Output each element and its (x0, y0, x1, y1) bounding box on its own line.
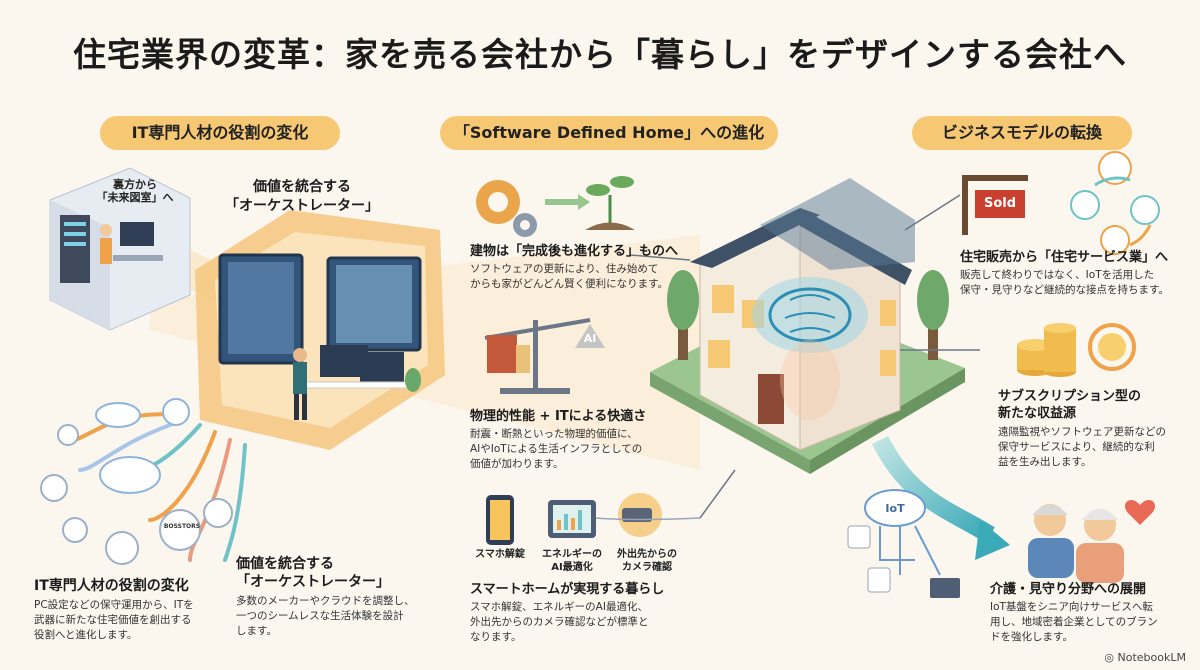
ai-badge-label: AI (583, 332, 597, 345)
coins-illustration (1017, 323, 1136, 377)
left-block-orchestrator-text: 多数のメーカーやクラウドを調整し、 一つのシームレスな生活体験を設計 します。 (236, 595, 415, 637)
section-pill-sdh: 「Software Defined Home」への進化 (440, 116, 778, 150)
center-block-physical-it: 物理的性能 + ITによる快適さ 耐震・断熱といった物理的価値に、 AIやIoT… (470, 405, 710, 472)
backroom-label-line1: 裏方から (113, 178, 157, 191)
backroom-label: 裏方から 「未来図室」へ (95, 178, 175, 204)
scale-illustration (484, 318, 605, 394)
iot-cloud-label: IoT (885, 502, 905, 515)
sold-sign-illustration (962, 175, 1028, 235)
backroom-label-line2: 「未来図室」へ (96, 191, 174, 204)
right-block-housing-service-text: 販売して終わりではなく、IoTを活用した 保守・見守りなど継続的な接点を持ちます… (960, 269, 1169, 296)
left-device-icons (40, 398, 233, 565)
icon-label-remote-camera: 外出先からの カメラ確認 (617, 549, 677, 573)
seniors-illustration (1028, 499, 1156, 583)
section-pill-it-role: IT専門人材の役割の変化 (100, 116, 340, 150)
left-block-it-role-title: IT専門人材の役割の変化 (34, 578, 189, 594)
icon-label-energy-ai: エネルギーの AI最適化 (542, 549, 602, 573)
right-block-housing-service: 住宅販売から「住宅サービス業」へ 販売して終わりではなく、IoTを活用した 保守… (960, 246, 1185, 298)
left-block-it-role-text: PC設定などの保守運用から、ITを 武器に新たな住宅価値を創出する 役割へと進化… (34, 599, 194, 641)
left-block-orchestrator-title: 価値を統合する 「オーケストレーター」 (236, 556, 390, 590)
center-block-smart-home-title: スマートホームが実現する暮らし (470, 582, 665, 597)
right-block-housing-service-title: 住宅販売から「住宅サービス業」へ (960, 250, 1169, 265)
orchestrator-caption-line1: 価値を統合する (253, 179, 351, 195)
left-block-it-role: IT専門人材の役割の変化 PC設定などの保守運用から、ITを 武器に新たな住宅価… (34, 575, 234, 643)
service-cycle-illustration (1070, 151, 1160, 255)
icon-label-smartphone-unlock: スマホ解錠 (475, 549, 525, 560)
device-badge-label: BOSSTORS (163, 523, 201, 530)
center-block-physical-it-text: 耐震・断熱といった物理的価値に、 AIやIoTによる生活インフラとしての 価値が… (470, 428, 643, 470)
notebooklm-watermark: ◎ NotebookLM (1104, 651, 1186, 664)
notebooklm-logo-icon: ◎ (1104, 651, 1118, 664)
iot-cluster-illustration (847, 489, 960, 598)
center-block-evolving-building-title: 建物は「完成後も進化する」ものへ (470, 244, 679, 259)
orchestrator-room-illustration (195, 210, 445, 450)
connector-lines (629, 194, 980, 519)
center-block-physical-it-title: 物理的性能 + ITによる快適さ (470, 409, 647, 424)
orchestrator-caption-line2: 「オーケストレーター」 (225, 198, 379, 214)
right-block-subscription-text: 遠隔監視やソフトウェア更新などの 保守サービスにより、継続的な利 益を生み出しま… (998, 426, 1166, 468)
right-block-elderly-care-title: 介護・見守り分野への展開 (990, 582, 1147, 597)
right-block-elderly-care-text: IoT基盤をシニア向けサービスへ転 用し、地域密着企業としてのブラン ドを強化し… (990, 601, 1158, 643)
left-block-orchestrator: 価値を統合する 「オーケストレーター」 多数のメーカーやクラウドを調整し、 一つ… (236, 555, 456, 639)
center-block-smart-home-text: スマホ解錠、エネルギーのAI最適化、 外出先からのカメラ確認などが標準と なりま… (470, 601, 649, 643)
right-block-subscription-title: サブスクリプション型の 新たな収益源 (998, 389, 1142, 421)
house-illustration (650, 178, 965, 474)
gear-sprout-illustration (476, 176, 635, 237)
backroom-illustration (49, 167, 191, 331)
orchestrator-caption: 価値を統合する 「オーケストレーター」 (222, 178, 382, 216)
page-title: 住宅業界の変革：家を売る会社から「暮らし」をデザインする会社へ (73, 35, 1127, 74)
center-block-smart-home: スマートホームが実現する暮らし スマホ解錠、エネルギーのAI最適化、 外出先から… (470, 578, 710, 645)
sold-sign-label: Sold (983, 196, 1017, 211)
notebooklm-label: NotebookLM (1117, 651, 1186, 664)
center-block-evolving-building-text: ソフトウェアの更新により、住み始めて からも家がどんどん賢く便利になります。 (470, 263, 669, 290)
smart-home-illustration (486, 493, 701, 545)
right-block-subscription: サブスクリプション型の 新たな収益源 遠隔監視やソフトウェア更新などの 保守サー… (998, 388, 1188, 470)
section-pill-business: ビジネスモデルの転換 (912, 116, 1132, 150)
network-lines (73, 412, 247, 562)
center-block-evolving-building: 建物は「完成後も進化する」ものへ ソフトウェアの更新により、住み始めて からも家… (470, 240, 710, 292)
right-block-elderly-care: 介護・見守り分野への展開 IoT基盤をシニア向けサービスへ転 用し、地域密着企業… (990, 578, 1185, 645)
